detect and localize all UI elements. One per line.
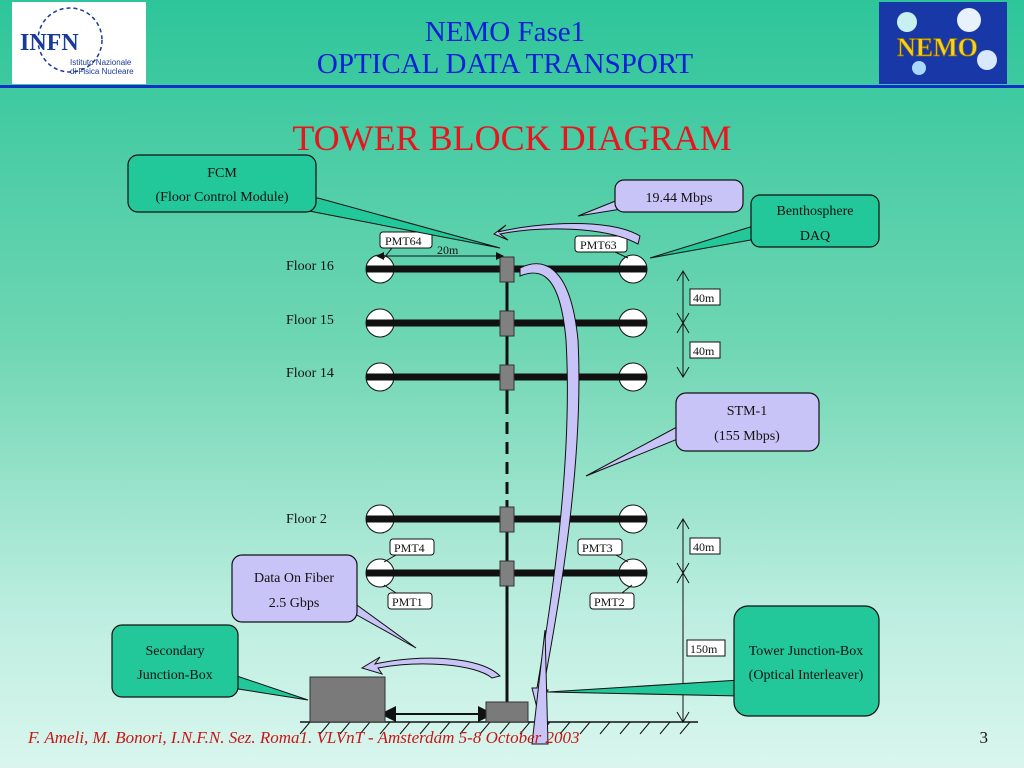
daq-callout: Benthosphere DAQ — [750, 194, 880, 248]
page-heading: TOWER BLOCK DIAGRAM — [292, 118, 732, 158]
pmt3-label: PMT3 — [577, 538, 629, 563]
footer-credits: F. Ameli, M. Bonori, I.N.F.N. Sez. Roma1… — [28, 728, 580, 747]
daq-line1: Benthosphere — [777, 204, 854, 219]
spacing-label-b: 40m — [689, 341, 721, 359]
fiber-to-secondary-arrow — [360, 656, 501, 679]
floor-2 — [365, 504, 648, 534]
fiber-line2: 2.5 Gbps — [269, 596, 320, 611]
tjb-downlink-arrow — [531, 629, 549, 745]
infn-logo: INFN Istituto Nazionale di Fisica Nuclea… — [12, 2, 146, 84]
spacing-text-a: 40m — [693, 291, 715, 305]
floor-14 — [365, 362, 648, 392]
tjb-line1: Tower Junction-Box — [749, 644, 864, 659]
floor-1 — [365, 558, 648, 588]
pmt63-label: PMT63 — [574, 235, 629, 259]
floor-14-label: Floor 14 — [286, 366, 334, 381]
stm1-uplink-arrow — [519, 263, 580, 714]
infn-logo-sub2: di Fisica Nucleare — [70, 67, 134, 76]
stm-line2: (155 Mbps) — [714, 429, 780, 444]
floor-2-label: Floor 2 — [286, 512, 327, 527]
fcm-line1: FCM — [207, 166, 237, 181]
arm-length-label: 20m — [437, 243, 459, 257]
daq-pointer — [649, 223, 763, 259]
secondary-junction-box-unit — [309, 676, 386, 723]
tjb-line2: (Optical Interleaver) — [749, 668, 864, 683]
pmt1-label: PMT1 — [383, 584, 433, 610]
sjb-line2: Junction-Box — [137, 668, 212, 683]
spacing-text-b: 40m — [693, 344, 715, 358]
rate-callout: 19.44 Mbps — [614, 179, 744, 213]
title-line2: OPTICAL DATA TRANSPORT — [316, 48, 694, 80]
rate-text: 19.44 Mbps — [646, 191, 713, 206]
floor-15-label: Floor 15 — [286, 313, 334, 328]
pmt3-text: PMT3 — [582, 541, 613, 555]
vertical-dimensions — [676, 270, 690, 723]
spacing-label-a: 40m — [689, 288, 721, 306]
nemo-logo: NEMO — [879, 2, 1007, 84]
tjb-pointer — [547, 679, 741, 697]
fcm-line2: (Floor Control Module) — [156, 190, 289, 205]
infn-logo-sub1: Istituto Nazionale — [70, 58, 132, 67]
header-divider — [0, 85, 1024, 88]
pmt63-text: PMT63 — [580, 238, 617, 252]
tjb-callout: Tower Junction-Box (Optical Interleaver) — [733, 605, 880, 717]
base-height-text: 150m — [690, 642, 718, 656]
sjb-line1: Secondary — [145, 644, 204, 659]
sjb-callout: Secondary Junction-Box — [111, 624, 239, 698]
pmt64-label: PMT64 — [379, 231, 433, 259]
infn-logo-text: INFN — [20, 30, 79, 56]
fcm-callout: FCM (Floor Control Module) — [127, 154, 317, 213]
stm-callout: STM-1 (155 Mbps) — [675, 392, 820, 452]
tower-junction-box-unit — [485, 701, 529, 723]
stm-line1: STM-1 — [727, 404, 767, 419]
floor-15 — [365, 308, 648, 338]
pmt4-text: PMT4 — [394, 541, 425, 555]
arm-length-dimension: 20m — [376, 243, 504, 260]
fcm-to-daq-arrow — [493, 223, 641, 245]
pmt64-text: PMT64 — [385, 234, 422, 248]
spacing-text-c: 40m — [693, 540, 715, 554]
fiber-line1: Data On Fiber — [254, 571, 334, 586]
floor-16-label: Floor 16 — [286, 259, 334, 274]
title-line1: NEMO Fase1 — [424, 16, 586, 48]
nemo-logo-text: NEMO — [897, 33, 978, 62]
base-height-label: 150m — [686, 639, 726, 657]
fiber-callout: Data On Fiber 2.5 Gbps — [231, 554, 358, 623]
floor-16 — [365, 254, 648, 284]
pmt4-label: PMT4 — [383, 538, 435, 563]
daq-line2: DAQ — [800, 229, 830, 244]
page-number: 3 — [979, 728, 989, 747]
pmt2-label: PMT2 — [589, 584, 635, 610]
pmt2-text: PMT2 — [594, 595, 625, 609]
spacing-label-c: 40m — [689, 537, 721, 555]
pmt1-text: PMT1 — [392, 595, 423, 609]
